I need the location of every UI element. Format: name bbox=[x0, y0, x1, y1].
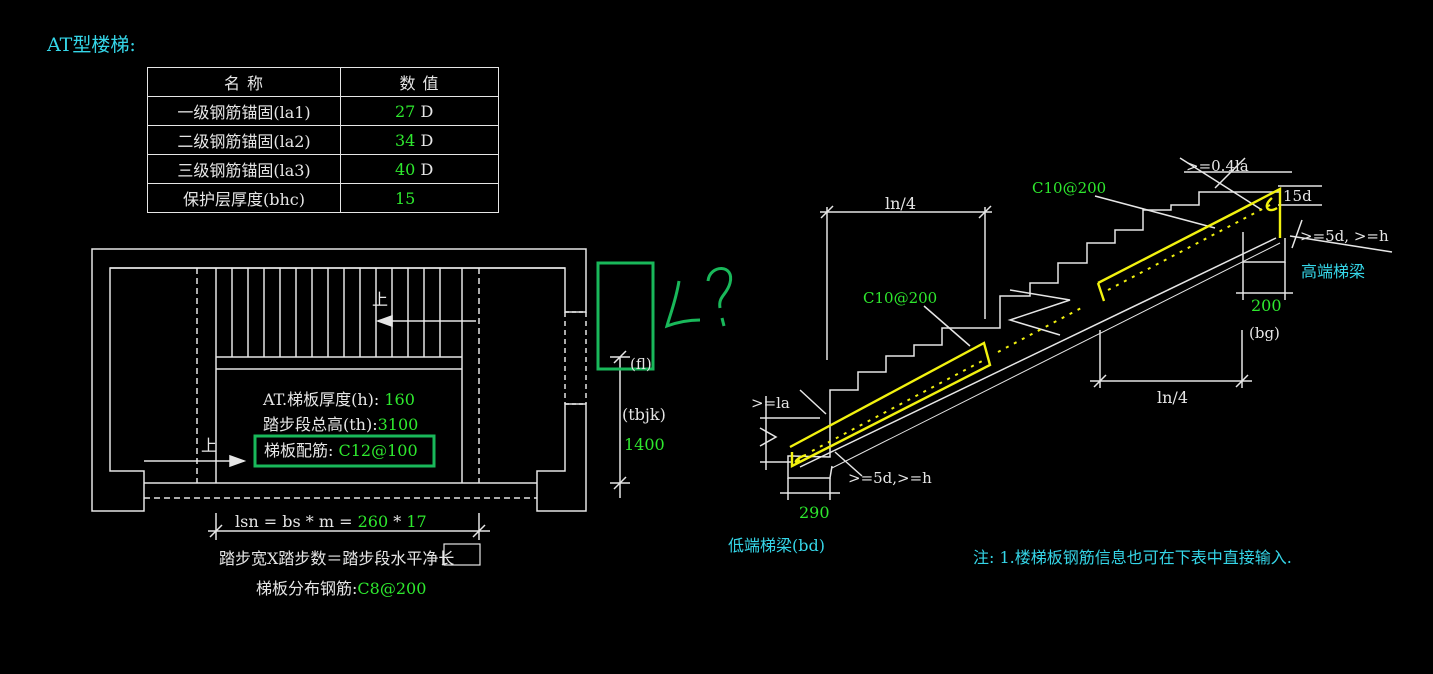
la1-unit: D bbox=[420, 101, 434, 121]
m-value[interactable]: 17 bbox=[406, 512, 427, 531]
plan-stair-treads bbox=[231, 268, 441, 357]
plan-outer-wall-right bbox=[536, 403, 587, 512]
low-beam-outline bbox=[787, 465, 833, 479]
note-text: 注: 1.楼梯板钢筋信息也可在下表中直接输入. bbox=[973, 548, 1292, 567]
times-sign: * bbox=[393, 512, 402, 531]
low-beam-label: 低端梯梁(bd) bbox=[728, 536, 825, 555]
annotation-letter-L bbox=[664, 280, 701, 329]
row-name: 三级钢筋锚固(la3) bbox=[147, 154, 341, 184]
annotation-question-mark bbox=[706, 267, 733, 309]
ln4-top-label: ln/4 bbox=[885, 194, 916, 213]
rebar-lower bbox=[789, 341, 992, 468]
row-name: 二级钢筋锚固(la2) bbox=[147, 125, 341, 155]
caption-boxed: 净长 bbox=[422, 549, 455, 568]
ln4-bottom-label: ln/4 bbox=[1157, 388, 1188, 407]
bd-value[interactable]: 290 bbox=[799, 503, 830, 522]
tbjk-label: (tbjk) bbox=[622, 405, 666, 424]
annotation-box-rebar bbox=[253, 434, 436, 468]
la2-unit: D bbox=[420, 130, 434, 150]
stair-steps bbox=[787, 191, 1280, 475]
rebar-drawing bbox=[789, 187, 1282, 468]
tbjk-value[interactable]: 1400 bbox=[624, 435, 665, 454]
bs-value[interactable]: 260 bbox=[357, 512, 389, 531]
bg-label: (bg) bbox=[1249, 324, 1280, 342]
rebar-lower-value[interactable]: C10@200 bbox=[863, 289, 938, 307]
rebar-upper-value[interactable]: C10@200 bbox=[1032, 179, 1107, 197]
fl-label: (fl) bbox=[630, 355, 652, 373]
distribution-value[interactable]: C8@200 bbox=[357, 579, 427, 598]
height-value[interactable]: 3100 bbox=[377, 415, 419, 434]
rebar-label: 梯板配筋: bbox=[264, 441, 334, 460]
row-name: 保护层厚度(bhc) bbox=[147, 183, 341, 213]
annotation-marks bbox=[253, 261, 733, 468]
bhc-value[interactable]: 15 bbox=[395, 188, 416, 208]
lsn-formula: lsn = bs * m = bbox=[235, 512, 358, 531]
la2-value[interactable]: 34 bbox=[395, 130, 416, 150]
height-label: 踏步段总高(th): bbox=[263, 415, 378, 434]
ge5d-bottom-label: >=5d,>=h bbox=[848, 469, 932, 487]
caption-prefix: 踏步宽X踏步数＝踏步段水平 bbox=[219, 549, 423, 568]
up-label-top: 上 bbox=[372, 290, 389, 309]
la3-unit: D bbox=[420, 159, 434, 179]
table-row: 一级钢筋锚固(la1) 27 D bbox=[147, 96, 499, 126]
plan-outer-wall bbox=[91, 248, 587, 512]
table-row: 三级钢筋锚固(la3) 40 D bbox=[147, 154, 499, 184]
anchor-top-label: >=0.4la bbox=[1186, 157, 1249, 175]
table-row: 二级钢筋锚固(la2) 34 D bbox=[147, 125, 499, 155]
page-title: AT型楼梯: bbox=[47, 34, 136, 56]
rebar-upper bbox=[1097, 187, 1282, 285]
distribution-label: 梯板分布钢筋: bbox=[256, 579, 358, 598]
ge-la-label: >=la bbox=[751, 394, 790, 412]
caption-box bbox=[443, 543, 481, 566]
ge5d-top-label: >=5d, >=h bbox=[1300, 227, 1389, 245]
parameter-table: 名 称 数 值 一级钢筋锚固(la1) 27 D 二级钢筋锚固(la2) 34 … bbox=[147, 67, 499, 213]
rebar-value[interactable]: C12@100 bbox=[338, 441, 418, 460]
bg-value[interactable]: 200 bbox=[1251, 296, 1282, 315]
la3-value[interactable]: 40 bbox=[395, 159, 416, 179]
high-beam-label: 高端梯梁 bbox=[1301, 262, 1366, 281]
high-beam-outline bbox=[1242, 232, 1286, 263]
thickness-label: AT.梯板厚度(h): bbox=[263, 390, 380, 409]
thickness-value[interactable]: 160 bbox=[384, 390, 415, 409]
row-name: 一级钢筋锚固(la1) bbox=[147, 96, 341, 126]
up-label-bottom: 上 bbox=[201, 436, 218, 455]
la1-value[interactable]: 27 bbox=[395, 101, 416, 121]
column-header-name: 名 称 bbox=[147, 67, 341, 97]
table-row: 保护层厚度(bhc) 15 bbox=[147, 183, 499, 213]
annotation-box-fl bbox=[596, 261, 655, 371]
fifteen-d-label: 15d bbox=[1283, 187, 1312, 205]
column-header-value: 数 值 bbox=[340, 67, 499, 97]
